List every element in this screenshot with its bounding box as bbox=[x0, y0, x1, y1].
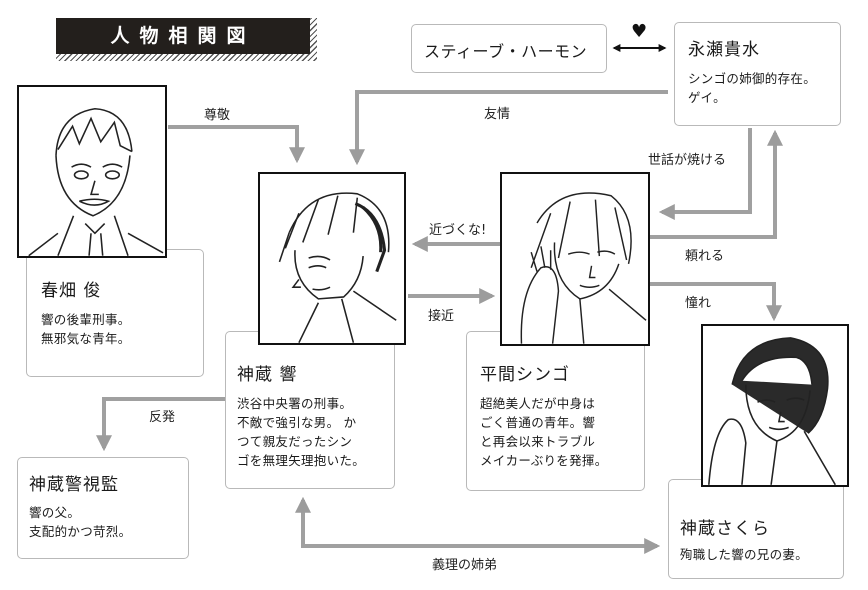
sakura-card: 神蔵さくら 殉職した響の兄の妻。 bbox=[668, 479, 844, 579]
shingo-name: 平間シンゴ bbox=[480, 365, 570, 385]
nagase-card: 永瀬貴水 シンゴの姉御的存在。 ゲイ。 bbox=[674, 22, 841, 126]
arrow-friendship bbox=[349, 90, 668, 166]
arrow-in-law bbox=[295, 496, 661, 554]
arrow-rely bbox=[648, 129, 783, 239]
hibiki-card: 神蔵 響 渋谷中央署の刑事。 不敵で強引な男。 か つて親友だったシン ゴを無理… bbox=[225, 331, 395, 489]
arrow-admire bbox=[648, 282, 782, 322]
shingo-portrait bbox=[500, 172, 650, 346]
label-rebel: 反発 bbox=[149, 410, 176, 425]
label-approach: 接近 bbox=[428, 309, 455, 324]
sakura-portrait-image bbox=[708, 337, 836, 485]
page-title: 人物相関図 bbox=[110, 25, 256, 47]
harumi-portrait-image bbox=[28, 107, 164, 256]
shingo-card: 平間シンゴ 超絶美人だが中身は ごく普通の青年。響 と再会以来トラブル メイカー… bbox=[466, 331, 645, 491]
sakura-desc: 殉職した響の兄の妻。 bbox=[680, 547, 809, 562]
harumi-desc: 響の後輩刑事。 無邪気な青年。 bbox=[41, 312, 131, 346]
shingo-portrait-image bbox=[520, 192, 647, 344]
label-admire: 憧れ bbox=[685, 296, 712, 311]
father-name: 神蔵警視監 bbox=[29, 475, 119, 495]
father-desc: 響の父。 支配的かつ苛烈。 bbox=[29, 505, 132, 539]
arrow-meddle bbox=[658, 128, 752, 220]
label-in-law: 義理の姉弟 bbox=[432, 558, 498, 573]
hibiki-portrait-image bbox=[278, 192, 397, 343]
arrow-respect bbox=[168, 125, 305, 164]
nagase-name: 永瀬貴水 bbox=[688, 40, 760, 60]
label-respect: 尊敬 bbox=[204, 108, 231, 123]
sakura-name: 神蔵さくら bbox=[680, 519, 770, 539]
hibiki-portrait bbox=[258, 172, 406, 345]
hibiki-desc: 渋谷中央署の刑事。 不敵で強引な男。 か つて親友だったシン ゴを無理矢理抱いた… bbox=[237, 396, 366, 468]
harumi-portrait bbox=[17, 85, 167, 258]
label-dont-come-near: 近づくな! bbox=[429, 223, 487, 238]
label-rely: 頼れる bbox=[685, 249, 725, 264]
label-meddle: 世話が焼ける bbox=[648, 153, 727, 168]
title-block: 人物相関図 bbox=[56, 18, 310, 54]
steve-name: スティーブ・ハーモン bbox=[424, 42, 588, 61]
arrow-rebel bbox=[96, 397, 226, 452]
hibiki-name: 神蔵 響 bbox=[237, 365, 298, 385]
sakura-portrait bbox=[701, 324, 849, 487]
shingo-desc: 超絶美人だが中身は ごく普通の青年。響 と再会以来トラブル メイカーぶりを発揮。 bbox=[480, 396, 608, 468]
heart-icon: ♥ bbox=[631, 21, 648, 42]
steve-card: スティーブ・ハーモン bbox=[411, 24, 607, 73]
harumi-card: 春畑 俊 響の後輩刑事。 無邪気な青年。 bbox=[26, 249, 204, 377]
harumi-name: 春畑 俊 bbox=[41, 281, 102, 301]
nagase-desc: シンゴの姉御的存在。 ゲイ。 bbox=[688, 71, 817, 105]
father-card: 神蔵警視監 響の父。 支配的かつ苛烈。 bbox=[17, 457, 189, 559]
label-friendship: 友情 bbox=[484, 107, 511, 122]
